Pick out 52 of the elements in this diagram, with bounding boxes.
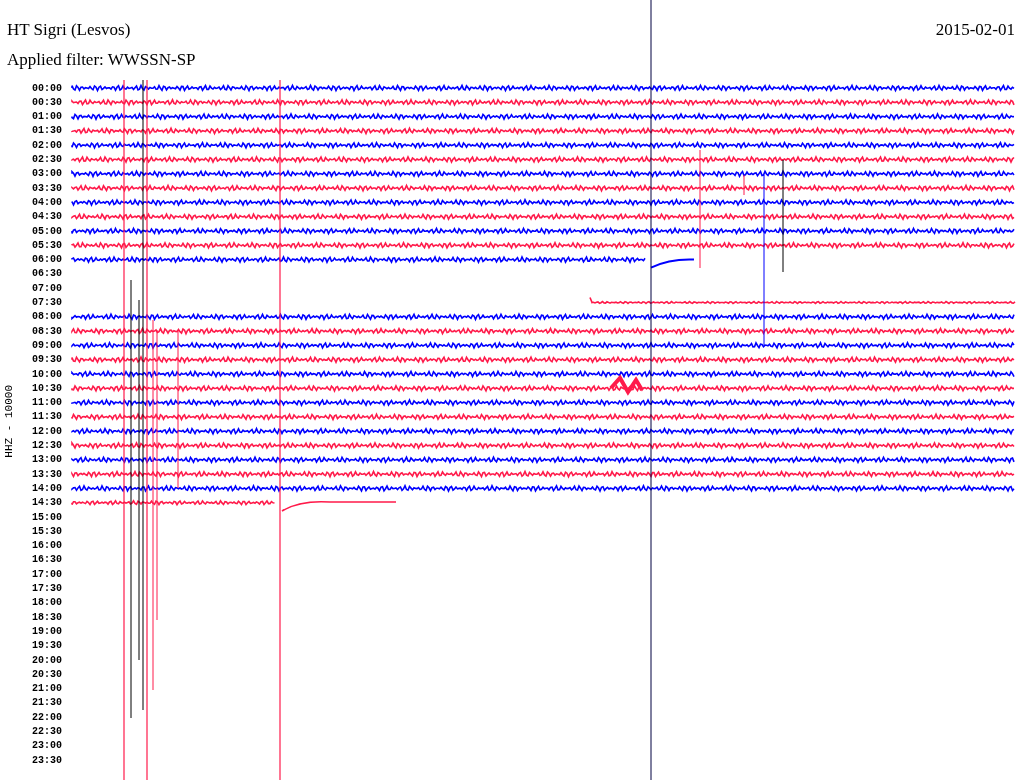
filter-label: Applied filter: WWSSN-SP	[7, 50, 196, 70]
time-label: 09:00	[31, 339, 62, 351]
time-label: 13:30	[31, 468, 62, 480]
time-label: 02:30	[31, 154, 62, 165]
time-label: 06:30	[31, 268, 62, 280]
time-label: 06:00	[31, 254, 62, 266]
time-label: 07:30	[31, 297, 62, 308]
time-label: 07:00	[31, 282, 62, 294]
time-label: 12:00	[31, 425, 62, 437]
time-label: 09:30	[31, 354, 62, 366]
time-label: 10:30	[31, 382, 62, 394]
time-label: 12:30	[31, 440, 62, 451]
time-label: 17:30	[31, 583, 62, 594]
time-label: 18:30	[31, 611, 62, 623]
time-label: 23:00	[31, 740, 62, 752]
date-label: 2015-02-01	[935, 20, 1015, 40]
time-label: 08:30	[31, 325, 62, 337]
time-label: 23:30	[31, 754, 62, 766]
time-label: 19:00	[31, 625, 62, 637]
time-label: 21:00	[31, 683, 62, 695]
time-label: 00:30	[31, 96, 62, 108]
time-label: 14:00	[31, 482, 62, 494]
time-label: 16:30	[31, 554, 62, 566]
time-label: 22:30	[31, 726, 62, 737]
time-label: 03:30	[31, 182, 62, 194]
time-label: 17:00	[31, 568, 62, 580]
station-title: HT Sigri (Lesvos)	[7, 20, 131, 40]
time-label: 15:00	[31, 511, 62, 523]
time-label: 04:00	[31, 196, 62, 208]
time-label: 00:00	[31, 82, 62, 94]
time-label: 16:00	[31, 540, 62, 552]
time-label: 18:00	[31, 597, 62, 609]
time-label: 21:30	[31, 697, 62, 709]
time-label: 19:30	[31, 640, 62, 652]
time-label: 01:30	[31, 125, 62, 137]
time-label: 05:00	[31, 225, 62, 237]
time-label: 15:30	[31, 525, 62, 537]
time-label: 11:00	[31, 397, 62, 409]
time-label: 08:00	[31, 311, 62, 323]
time-label: 03:00	[31, 168, 62, 180]
time-label: 05:30	[31, 239, 62, 251]
time-label: 01:00	[31, 111, 62, 123]
time-label: 13:00	[31, 454, 62, 466]
time-label: 20:30	[31, 668, 62, 680]
time-label: 11:30	[31, 411, 62, 423]
time-label: 22:00	[31, 711, 62, 723]
time-label: 10:00	[31, 368, 62, 380]
time-label: 02:00	[31, 139, 62, 151]
time-label: 04:30	[31, 211, 62, 223]
time-label: 20:00	[31, 654, 62, 666]
time-label: 14:30	[31, 497, 62, 509]
channel-label: HHZ - 10000	[3, 385, 15, 458]
